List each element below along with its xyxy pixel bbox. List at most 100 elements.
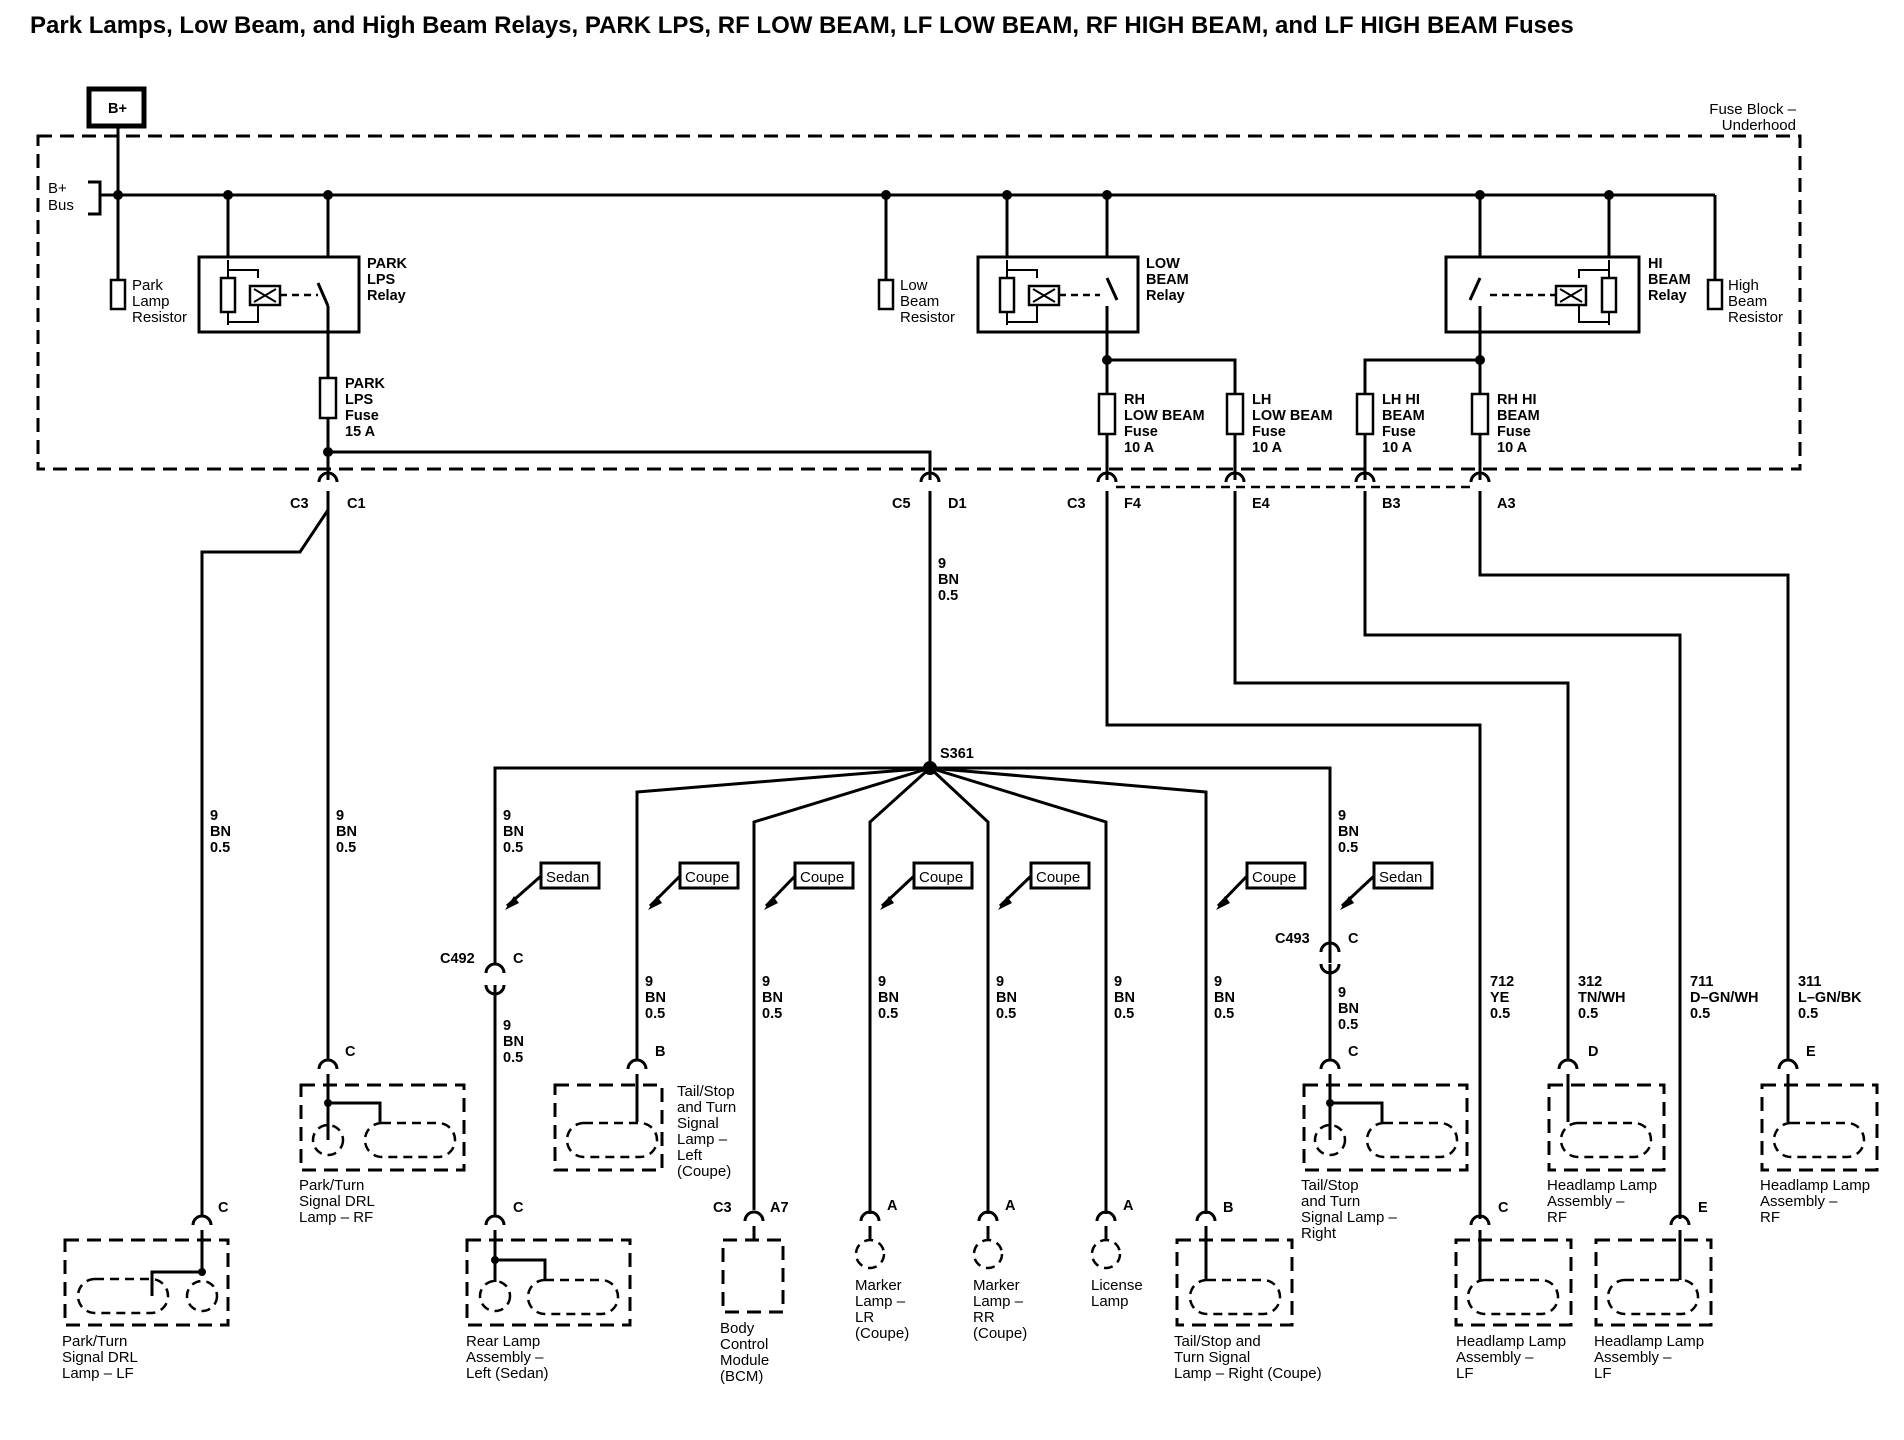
connector-c3-bcm: C3	[713, 1200, 732, 1216]
high-resistor-label-2: Beam	[1728, 293, 1767, 310]
component-outline	[465, 1238, 632, 1327]
park-fuse-label-4: 15 A	[345, 424, 376, 440]
rh-low-beam-fuse	[1097, 392, 1117, 436]
connector-a3-label: A3	[1497, 496, 1516, 512]
branch-coupe-tail-right	[929, 766, 1208, 1214]
lead-junction	[1326, 1099, 1334, 1107]
component-outline	[299, 1083, 466, 1172]
sedan-left-wire-label-3: 0.5	[503, 840, 523, 856]
c493-pin-label: C	[1348, 931, 1359, 947]
rf-park-wire-label-2: BN	[336, 824, 357, 840]
bus-bracket	[88, 180, 102, 216]
lh-low-fuse-label-1: LH	[1252, 392, 1271, 408]
marker-lr-wire-label-1: 9	[878, 974, 886, 990]
connector-c493-top	[1319, 941, 1341, 953]
park-relay-coil-x	[253, 288, 277, 303]
park-fuse-label-1: PARK	[345, 376, 386, 392]
lamp-bulb	[1466, 1278, 1560, 1316]
low-resistor-label-2: Beam	[900, 293, 939, 310]
lamp-bulb	[185, 1279, 219, 1313]
lead-junction	[198, 1268, 206, 1276]
wire-712-label-3: 0.5	[1490, 1006, 1510, 1022]
tag-coupe-2	[793, 861, 855, 890]
wire-711-label-3: 0.5	[1690, 1006, 1710, 1022]
hi-beam-split	[1363, 358, 1480, 395]
park-relay-label-1: PARK	[367, 256, 408, 272]
high-resistor-label-1: High	[1728, 277, 1759, 294]
tail-right-label-1: Tail/Stop	[1301, 1177, 1359, 1194]
park-relay-diode	[219, 276, 237, 314]
coupe-tail-left-wire-label-3: 0.5	[645, 1006, 665, 1022]
sedan-right-wire-label-2: BN	[1338, 824, 1359, 840]
marker-rr-label-4: (Coupe)	[973, 1325, 1027, 1342]
rh-hi-fuse-label-2: BEAM	[1497, 408, 1540, 424]
hi-relay-contact	[1468, 277, 1482, 301]
rh-low-fuse-label-4: 10 A	[1124, 440, 1155, 456]
hi-relay-label-3: Relay	[1648, 288, 1687, 304]
connector-c1-label: C1	[347, 496, 366, 512]
bus-junction	[113, 190, 123, 200]
low-resistor-label-1: Low	[900, 277, 928, 294]
low-relay-label-2: BEAM	[1146, 272, 1189, 288]
connector-marker-lr	[859, 1210, 881, 1222]
sedan-right-wire-label-1: 9	[1338, 808, 1346, 824]
lamp-bulb	[565, 1121, 659, 1159]
tail-right-label-4: Right	[1301, 1225, 1337, 1242]
lf-park-label-2: Signal DRL	[62, 1349, 138, 1366]
coupe-tail-left-wire-label-1: 9	[645, 974, 653, 990]
branch-marker-rr	[928, 766, 990, 1214]
low-relay-coil-wires	[1006, 260, 1038, 325]
tag-coupe-4	[1029, 861, 1091, 890]
branch-sedan-left	[493, 766, 930, 963]
rf-park-turn-lamp: Park/Turn Signal DRL Lamp – RF	[299, 1074, 466, 1226]
hl-rf-1-label-3: RF	[1547, 1209, 1567, 1226]
lf-park-wire-label-2: BN	[210, 824, 231, 840]
marker-rr-wire-label-3: 0.5	[996, 1006, 1016, 1022]
connector-f4-label: F4	[1124, 496, 1141, 512]
component-outline	[721, 1238, 785, 1314]
headlamp-assembly-lf-high: Headlamp Lamp Assembly – LF	[1594, 1230, 1713, 1382]
wire-311	[1478, 491, 1790, 1061]
marker-lr-wire-label-3: 0.5	[878, 1006, 898, 1022]
tail-left-label-4: Lamp –	[677, 1131, 728, 1148]
connector-c3-right: C3	[1067, 496, 1086, 512]
tag-coupe-5-text: Coupe	[1252, 869, 1296, 886]
connector-c1	[317, 471, 339, 483]
wire-712-label-2: YE	[1490, 990, 1510, 1006]
lamp-bulb	[311, 1123, 345, 1157]
tail-left-label-5: Left	[677, 1147, 703, 1164]
tag-coupe-2-text: Coupe	[800, 869, 844, 886]
branch-marker-lr	[868, 766, 932, 1214]
splice-branches	[493, 766, 1332, 1214]
rear-left-label-2: Assembly –	[466, 1349, 544, 1366]
connector-d1-label: D1	[948, 496, 967, 512]
rf-park-label-2: Signal DRL	[299, 1193, 375, 1210]
tag-coupe-5	[1245, 861, 1307, 890]
connector-rear-left	[484, 1214, 506, 1226]
connector-d1	[919, 471, 941, 483]
hl-rf-2-label-3: RF	[1760, 1209, 1780, 1226]
tag-sedan-right-text: Sedan	[1379, 869, 1422, 886]
marker-lr-label-2: Lamp –	[855, 1293, 906, 1310]
tag-arrow-head	[505, 896, 519, 910]
component-outline	[1454, 1238, 1573, 1327]
bcm-wire-label-1: 9	[762, 974, 770, 990]
connector-tail-right-coupe	[1195, 1210, 1217, 1222]
park-bus-junction	[323, 447, 333, 457]
connector-f4	[1096, 471, 1118, 483]
high-resistor-label-3: Resistor	[1728, 309, 1783, 326]
lamp-bulb	[1188, 1278, 1282, 1316]
bcm-label-3: Module	[720, 1352, 769, 1369]
tail-stop-turn-lamp-left: Tail/Stop and Turn Signal Lamp – Left (C…	[553, 1074, 736, 1180]
hi-relay-diode	[1600, 276, 1618, 314]
lh-hi-fuse-label-2: BEAM	[1382, 408, 1425, 424]
c492-pin-label: C	[513, 951, 524, 967]
lamp-bulb	[76, 1277, 170, 1315]
marker-rr-wire-label-1: 9	[996, 974, 1004, 990]
connector-b3	[1354, 471, 1376, 483]
hi-relay-label-2: BEAM	[1648, 272, 1691, 288]
tail-right-label-2: and Turn	[1301, 1193, 1360, 1210]
component-outline	[1594, 1238, 1713, 1327]
tail-stop-turn-lamp-right: Tail/Stop and Turn Signal Lamp – Right	[1301, 1074, 1469, 1242]
lh-hi-fuse-label-4: 10 A	[1382, 440, 1413, 456]
